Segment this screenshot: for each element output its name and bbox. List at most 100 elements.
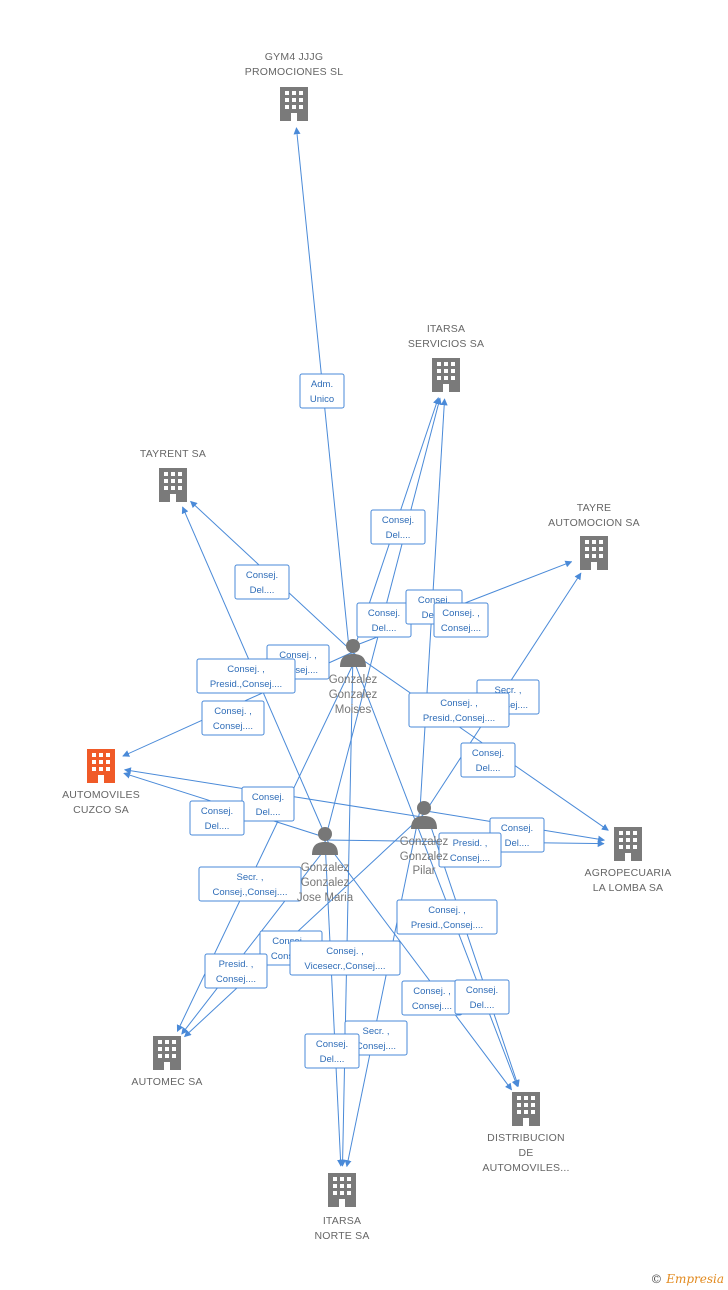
relation-text: Secr. , [237, 872, 264, 883]
relation-label-box[interactable]: Consej.Del.... [489, 817, 545, 853]
relation-text: Del.... [505, 838, 530, 849]
relation-label-box[interactable]: Consej.Del.... [460, 742, 516, 778]
relation-box-frame [408, 692, 510, 728]
person-name: Jose Maria [297, 892, 354, 904]
company-node[interactable]: AUTOMEC SA [131, 1036, 202, 1088]
relation-box-frame [234, 564, 290, 600]
relation-label-box[interactable]: Consej. ,Presid.,Consej.... [408, 692, 510, 728]
relation-label-box[interactable]: Consej. Del.... [234, 564, 290, 600]
relation-label-box[interactable]: Consej. ,Vicesecr.,Consej.... [289, 940, 401, 976]
company-node[interactable]: AUTOMOVILES CUZCO SA [62, 749, 140, 816]
relation-text: Del.... [256, 807, 281, 818]
building-icon [512, 1092, 540, 1126]
relation-box-frame [198, 866, 302, 902]
building-icon [432, 358, 460, 392]
copyright-symbol: © [650, 1272, 663, 1286]
relation-text: Del.... [250, 585, 275, 596]
relation-text: Consej. , [227, 664, 265, 675]
relation-label-box[interactable]: Consej.Del.... [189, 800, 245, 836]
relation-edge [181, 843, 330, 1035]
person-icon [411, 801, 437, 829]
relation-edge [339, 651, 354, 1167]
relation-text: Consej.... [213, 721, 253, 732]
company-name: TAYRENT SA [140, 448, 206, 460]
company-name: AUTOMEC SA [131, 1076, 202, 1088]
company-name: CUZCO SA [73, 804, 129, 816]
company-node[interactable]: TAYRENT SA [140, 448, 206, 502]
company-name: GYM4 JJJG [265, 51, 323, 63]
relation-text: Consej.... [278, 665, 318, 676]
company-name: AGROPECUARIA [585, 867, 672, 879]
relation-text: Consej.,Consej.... [213, 887, 288, 898]
building-icon [580, 536, 608, 570]
building-icon [328, 1173, 356, 1207]
relation-text: Unico [310, 394, 334, 405]
person-name: Gonzalez [329, 689, 378, 701]
building-icon [153, 1036, 181, 1070]
relation-text: Consej. [418, 595, 450, 606]
person-name: Gonzalez [400, 836, 449, 848]
relation-label-box[interactable]: Presid. ,Consej.... [204, 953, 268, 989]
relation-text: Consej.... [441, 623, 481, 634]
relation-label-box[interactable]: Consej.Del.... [304, 1033, 360, 1069]
relation-label-box[interactable]: Consej. Del.... [356, 602, 412, 638]
relation-text: Consej. [368, 608, 400, 619]
relation-box-frame [299, 373, 345, 409]
relation-edge [324, 839, 345, 1167]
relation-text: Consej. , [440, 698, 478, 709]
relation-label-box[interactable]: Presid. ,Consej.... [438, 832, 502, 868]
relation-box-frame [189, 800, 245, 836]
brand-logo-text: Empresia [666, 1272, 724, 1286]
company-name: AUTOMOVILES [62, 789, 140, 801]
relation-box-frame [370, 509, 426, 545]
person-icon [312, 827, 338, 855]
relation-label-box[interactable]: Consej. , Consej.... [201, 700, 265, 736]
relation-text: Del.... [372, 623, 397, 634]
relation-text: Consej. [246, 570, 278, 581]
relation-label-box[interactable]: Consej. ,Consej.... [433, 602, 489, 638]
company-name: ITARSA [323, 1215, 361, 1227]
relation-text: Consej. [466, 985, 498, 996]
relation-label-box[interactable]: Consej. Del.... [241, 786, 295, 822]
relation-text: Consej. [382, 515, 414, 526]
relation-label-box[interactable]: Consej. ,Presid.,Consej.... [196, 658, 296, 694]
relation-text: Consej. , [428, 905, 466, 916]
company-name: AUTOMOCION SA [548, 517, 640, 529]
relation-label-box[interactable]: Secr. , Consej.,Consej.... [198, 866, 302, 902]
relation-label-box[interactable]: Consej. Del.... [370, 509, 426, 545]
relation-label-box[interactable]: Consej. ,Presid.,Consej.... [396, 899, 498, 935]
company-node[interactable]: DISTRIBUCIONDEAUTOMOVILES... [482, 1092, 569, 1174]
footer-brand[interactable]: © Empresia [650, 1272, 724, 1286]
relation-text: Consej. , [214, 706, 252, 717]
relation-text: Consej. [252, 792, 284, 803]
building-icon [614, 827, 642, 861]
relation-box-frame [396, 899, 498, 935]
relation-text: Consej.... [356, 1041, 396, 1052]
relation-box-frame [304, 1033, 360, 1069]
relation-box-frame [454, 979, 510, 1015]
relation-label-box[interactable]: Adm.Unico [299, 373, 345, 409]
relation-text: Consej. [316, 1039, 348, 1050]
relation-text: Del.... [386, 530, 411, 541]
relation-text: Secr. , [363, 1026, 390, 1037]
building-icon [87, 749, 115, 783]
relation-box-frame [201, 700, 265, 736]
relation-text: Consej. , [326, 946, 364, 957]
relation-box-frame [460, 742, 516, 778]
company-name: DISTRIBUCION [487, 1132, 565, 1144]
relation-label-box[interactable]: Consej.Del.... [454, 979, 510, 1015]
relation-text: Consej.... [216, 974, 256, 985]
relation-label-box[interactable]: Consej. ,Consej.... [401, 980, 463, 1016]
relation-edge [184, 813, 425, 1038]
